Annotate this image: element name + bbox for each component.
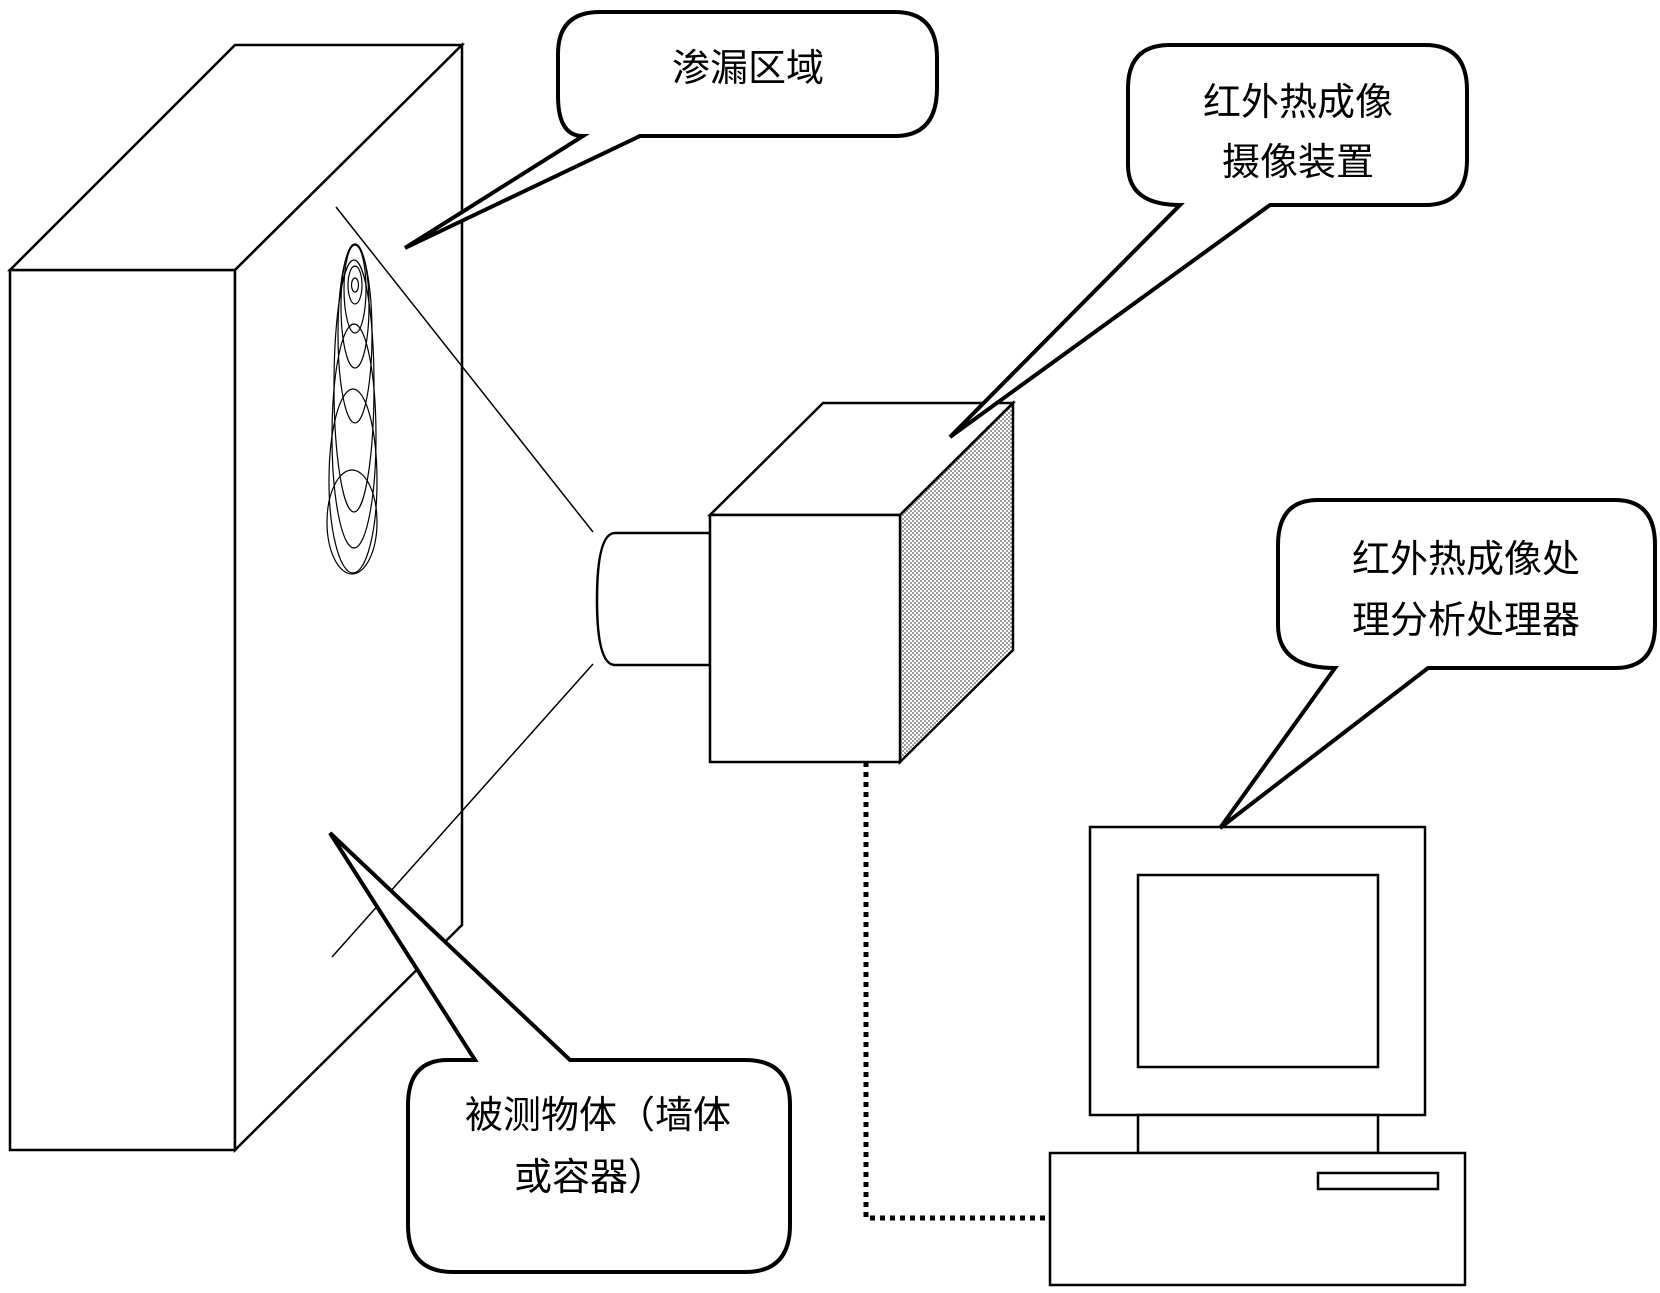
monitor-stand	[1138, 1115, 1378, 1153]
callout-object: 被测物体（墙体 或容器）	[330, 833, 790, 1272]
callout-camera-label-line2: 摄像装置	[1222, 140, 1374, 184]
wall-front-face	[10, 270, 235, 1150]
wall-object	[10, 45, 462, 1150]
callout-object-label-line2: 或容器）	[514, 1155, 666, 1199]
callout-leak-area: 渗漏区域	[405, 12, 937, 248]
callout-camera-label-line1: 红外热成像	[1203, 80, 1393, 124]
callout-processor-label-line1: 红外热成像处	[1352, 537, 1580, 581]
infrared-camera	[597, 403, 1013, 762]
callout-object-label-line1: 被测物体（墙体	[465, 1093, 731, 1137]
callout-processor-label-line2: 理分析处理器	[1352, 598, 1580, 642]
callout-camera: 红外热成像 摄像装置	[950, 45, 1467, 437]
data-cable	[866, 762, 1050, 1218]
disk-drive-slot	[1318, 1173, 1438, 1189]
computer	[1050, 827, 1465, 1285]
callout-leak-area-label: 渗漏区域	[672, 46, 824, 90]
camera-lens	[597, 533, 710, 665]
camera-front-face	[710, 515, 900, 762]
callout-object-bubble	[330, 833, 790, 1272]
callout-processor: 红外热成像处 理分析处理器	[1220, 500, 1655, 828]
monitor-screen	[1138, 875, 1378, 1067]
